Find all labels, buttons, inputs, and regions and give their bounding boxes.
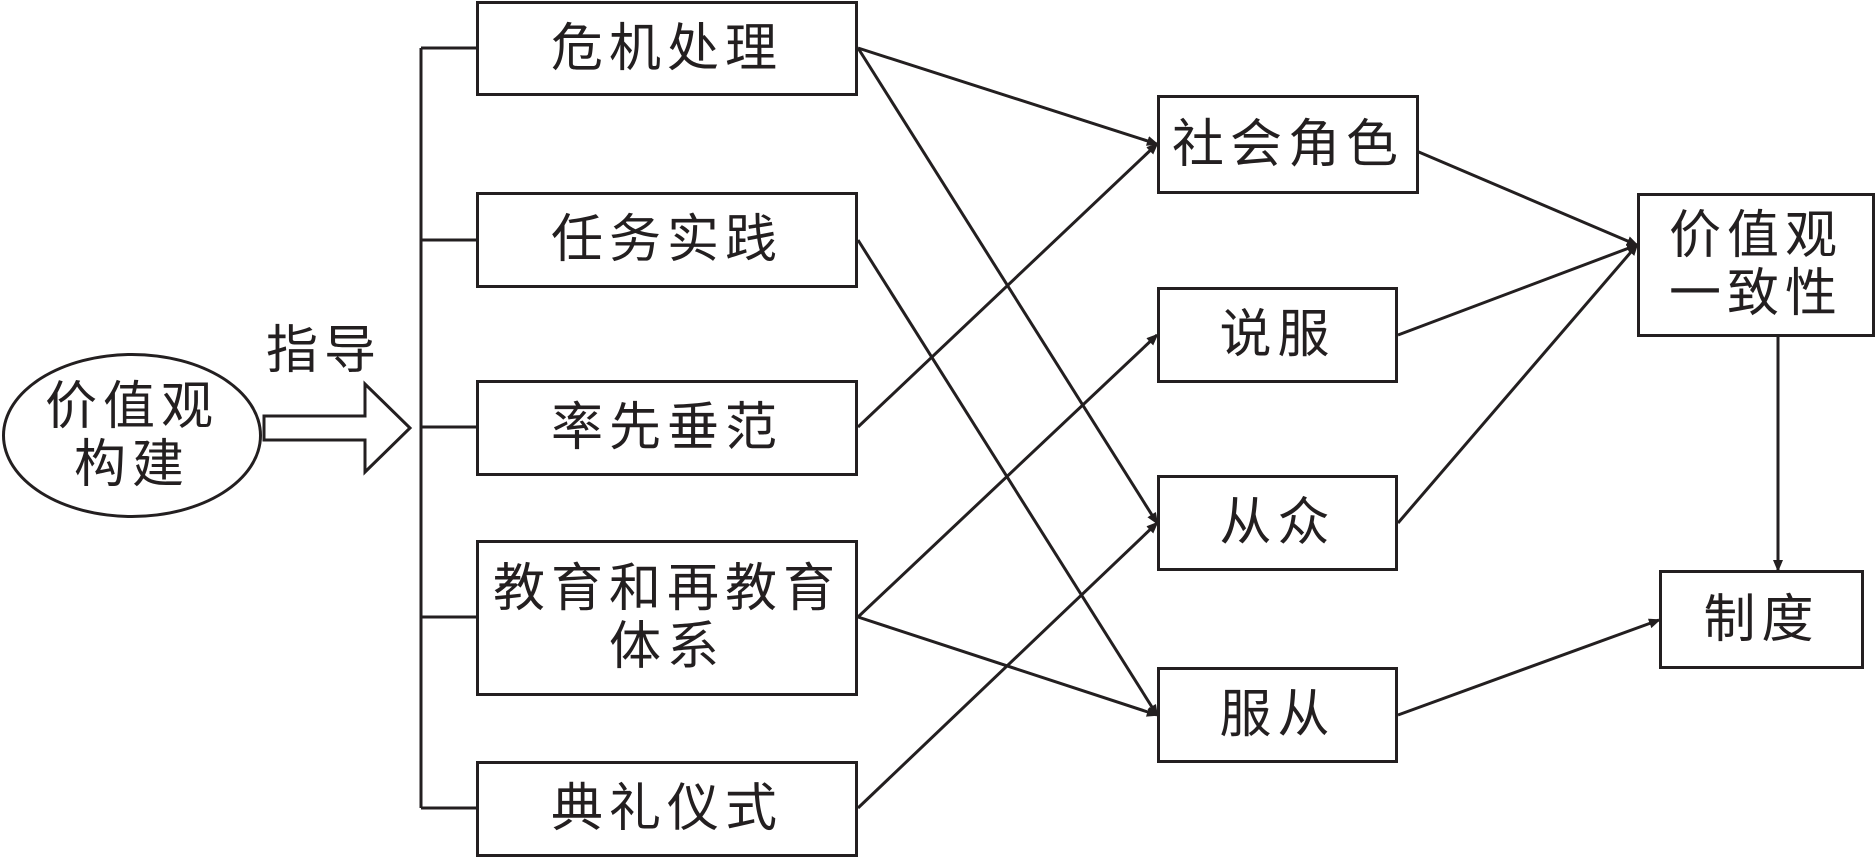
node-value-construction-line-1: 价值观 <box>44 376 219 437</box>
node-conformity: 从众 <box>1157 475 1398 571</box>
node-consistency-line-2: 一致性 <box>1668 264 1843 324</box>
node-crisis: 危机处理 <box>476 1 858 96</box>
node-social-role: 社会角色 <box>1157 95 1419 194</box>
edge-persuasion-to-consistency <box>1397 243 1639 337</box>
node-obedience: 服从 <box>1157 667 1398 763</box>
edge-obedience-to-system <box>1397 618 1661 717</box>
edge-lead-to-social_role <box>856 142 1159 429</box>
edge-education-to-persuasion <box>856 333 1159 619</box>
node-consistency: 价值观 一致性 <box>1637 193 1875 337</box>
edge-social_role-to-consistency <box>1399 142 1639 247</box>
node-consistency-line-1: 价值观 <box>1668 206 1843 266</box>
node-persuasion: 说服 <box>1157 287 1398 383</box>
edge-crisis-to-social_role <box>857 46 1159 146</box>
guidance-label: 指导 <box>266 321 383 381</box>
node-conformity-label: 从众 <box>1219 493 1336 553</box>
node-task-label: 任务实践 <box>550 210 783 270</box>
guidance-block-arrow <box>262 380 413 476</box>
node-education-line-1: 教育和再教育 <box>492 559 841 619</box>
node-value-construction-line-2: 构建 <box>73 434 190 495</box>
bracket <box>419 46 476 810</box>
node-crisis-label: 危机处理 <box>550 18 783 79</box>
node-social-role-label: 社会角色 <box>1171 114 1404 175</box>
node-education: 教育和再教育 体系 <box>476 540 858 696</box>
node-value-construction: 价值观 构建 <box>2 353 262 518</box>
edge-ceremony-to-conformity <box>856 521 1159 810</box>
node-lead-label: 率先垂范 <box>550 398 783 458</box>
node-lead: 率先垂范 <box>476 380 858 476</box>
node-persuasion-label: 说服 <box>1219 305 1336 365</box>
edges <box>856 46 1783 810</box>
node-task: 任务实践 <box>476 192 858 288</box>
node-system: 制度 <box>1659 570 1864 669</box>
node-ceremony-label: 典礼仪式 <box>550 779 783 839</box>
edge-conformity-to-consistency <box>1396 243 1639 524</box>
node-education-line-2: 体系 <box>608 617 725 677</box>
node-ceremony: 典礼仪式 <box>476 761 858 857</box>
node-obedience-label: 服从 <box>1219 685 1336 745</box>
node-system-label: 制度 <box>1703 589 1820 650</box>
